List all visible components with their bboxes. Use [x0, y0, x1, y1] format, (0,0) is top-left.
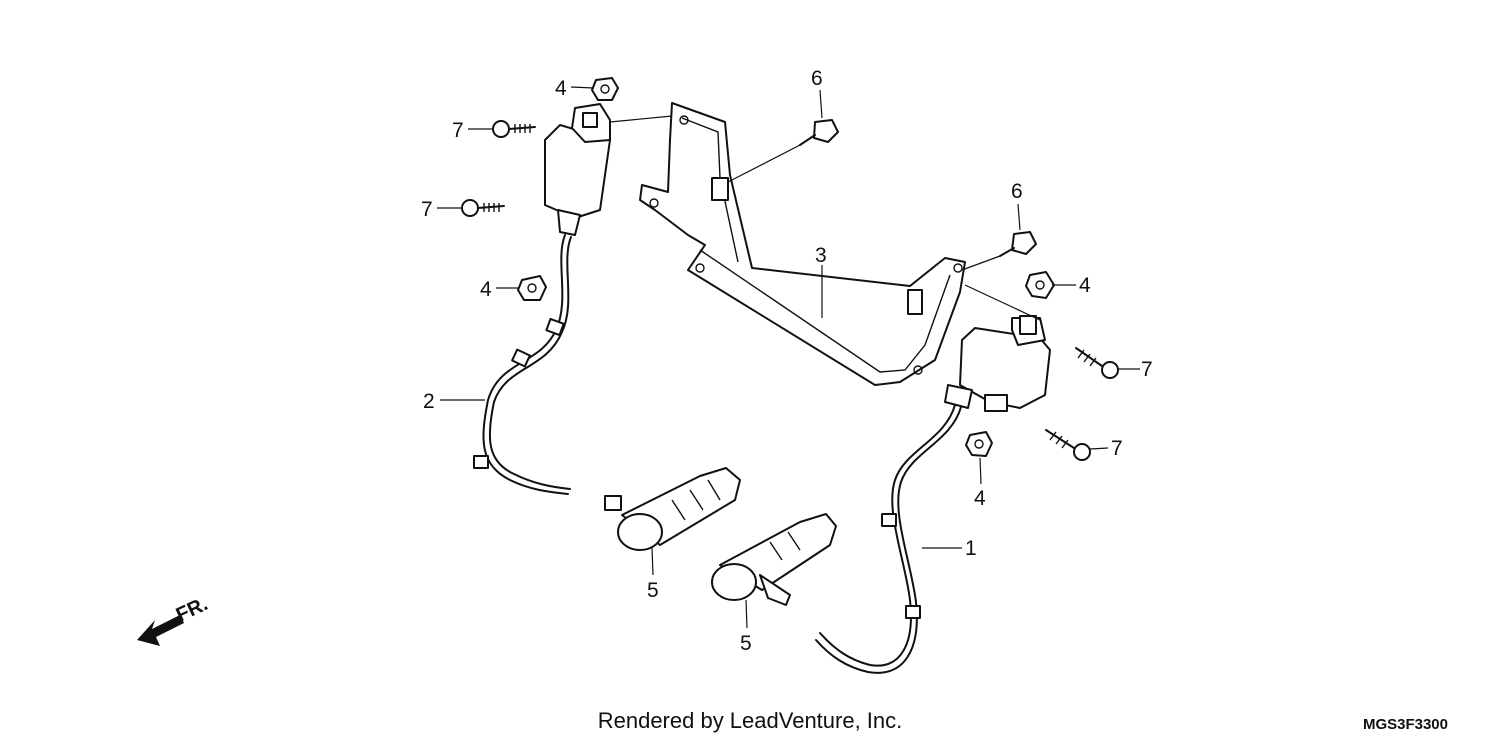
callout-7-right-upper: 7 — [1141, 358, 1153, 381]
screw-right-upper[interactable] — [1075, 347, 1119, 379]
bolt-right[interactable] — [999, 231, 1037, 257]
screw-left-upper[interactable] — [492, 120, 536, 138]
footer-credit: Rendered by LeadVenture, Inc. — [597, 708, 903, 733]
callout-6-top: 6 — [811, 67, 823, 90]
front-direction-indicator: FR. — [137, 593, 211, 646]
spark-plug-cap-right[interactable] — [711, 513, 837, 606]
callout-4-right-upper: 4 — [1079, 274, 1091, 297]
callout-2: 2 — [423, 390, 435, 413]
nut-right-upper[interactable] — [1025, 271, 1055, 299]
ignition-coil-right[interactable] — [944, 315, 1051, 412]
nut-top-left[interactable] — [591, 77, 619, 101]
nut-mid-left[interactable] — [517, 275, 547, 301]
bolt-top[interactable] — [799, 119, 839, 146]
spark-plug-cap-left[interactable] — [604, 467, 741, 551]
ignition-coil-left[interactable] — [544, 103, 611, 236]
ignition-coil-bracket[interactable] — [639, 102, 966, 386]
front-arrow-icon — [137, 615, 184, 646]
nut-right-lower[interactable] — [965, 431, 993, 457]
callout-7-left-lower: 7 — [421, 198, 433, 221]
callout-1: 1 — [965, 537, 977, 560]
screw-left-lower[interactable] — [461, 199, 505, 217]
leader-lines — [437, 86, 1140, 629]
callout-4-mid-left: 4 — [480, 278, 492, 301]
callout-6-right: 6 — [1011, 180, 1023, 203]
callout-7-right-lower: 7 — [1111, 437, 1123, 460]
high-tension-cord-left[interactable] — [473, 234, 572, 495]
callout-4-right-lower: 4 — [974, 487, 986, 510]
diagram-code: MGS3F3300 — [1362, 716, 1448, 733]
screw-right-lower[interactable] — [1045, 429, 1091, 461]
callout-7-left-upper: 7 — [452, 119, 464, 142]
callout-4-top-left: 4 — [555, 77, 567, 100]
high-tension-cord-right[interactable] — [815, 404, 962, 674]
callout-5-left: 5 — [647, 579, 659, 602]
callout-3: 3 — [815, 244, 827, 267]
callout-5-right: 5 — [740, 632, 752, 655]
